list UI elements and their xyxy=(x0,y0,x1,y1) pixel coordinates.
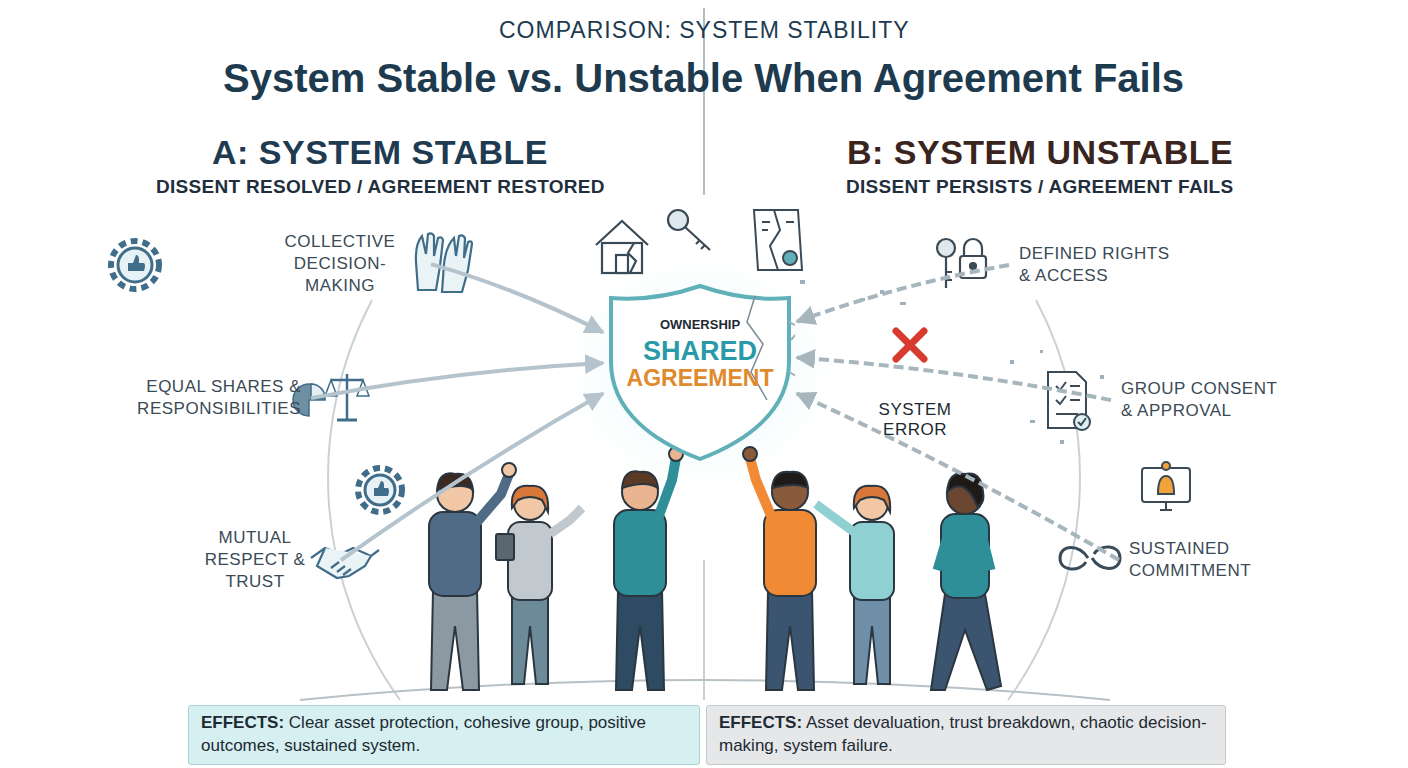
connector-arrow xyxy=(797,265,1009,322)
panel-heading: DISSENT PERSISTS / AGREEMENT FAILS xyxy=(846,176,1233,198)
shield-kicker: OWNERSHIP xyxy=(660,318,740,332)
panel-heading: B: SYSTEM UNSTABLE xyxy=(847,133,1233,172)
person-figure xyxy=(743,447,816,690)
person-figure xyxy=(496,486,582,684)
person-figure xyxy=(429,463,516,690)
shield-glow xyxy=(550,242,850,502)
factor-label: GROUP CONSENT & APPROVAL xyxy=(1117,376,1297,424)
document-icon xyxy=(1048,372,1090,430)
certificate-icon xyxy=(754,210,802,270)
panel-heading: A: SYSTEM STABLE xyxy=(212,133,548,172)
gear-icon xyxy=(358,468,402,512)
key-icon xyxy=(668,210,710,250)
effects-heading: EFFECTS: xyxy=(719,713,802,732)
person-figure xyxy=(816,486,894,684)
alert-monitor-icon xyxy=(1142,462,1190,510)
handshake-icon xyxy=(311,548,379,578)
connector-arrow xyxy=(797,394,1119,560)
factor-label: SUSTAINED COMMITMENT xyxy=(1125,536,1275,584)
broken-infinity-icon xyxy=(1060,547,1120,569)
kicker: COMPARISON: SYSTEM STABILITY xyxy=(499,17,910,44)
factor-label: COLLECTIVE DECISION-MAKING xyxy=(255,229,425,299)
factor-label: DEFINED RIGHTS & ACCESS xyxy=(1015,241,1185,289)
connector-arrow xyxy=(341,394,603,561)
house-icon xyxy=(596,221,648,273)
person-figure xyxy=(931,473,1001,690)
balance-icon xyxy=(293,374,369,420)
gear-icon xyxy=(111,241,159,289)
shield-text: AGREEMENT xyxy=(627,366,774,391)
effects-heading: EFFECTS: xyxy=(201,713,284,732)
diagram-title: System Stable vs. Unstable When Agreemen… xyxy=(223,56,1184,101)
cycle-arc xyxy=(1008,300,1080,700)
factor-text: SUSTAINED COMMITMENT xyxy=(1129,538,1271,582)
error-cross xyxy=(896,331,924,359)
effects-box: EFFECTS: Clear asset protection, cohesiv… xyxy=(188,705,700,765)
factor-text: EQUAL SHARES & RESPONSIBILITIES xyxy=(99,376,301,420)
key-lock-icon xyxy=(937,239,986,288)
connector-arrow xyxy=(797,358,1111,400)
divider xyxy=(703,560,705,700)
connector-arrow xyxy=(311,363,603,398)
hands-icon xyxy=(416,233,472,292)
panel-heading: DISSENT RESOLVED / AGREEMENT RESTORED xyxy=(156,176,605,198)
error-label: SYSTEM ERROR xyxy=(875,400,955,441)
shield-text: SHARED xyxy=(643,337,757,367)
effects-box: EFFECTS: Asset devaluation, trust breakd… xyxy=(706,705,1226,765)
factor-text: DEFINED RIGHTS & ACCESS xyxy=(1019,243,1181,287)
connector-arrow xyxy=(431,264,603,332)
factor-label: EQUAL SHARES & RESPONSIBILITIES xyxy=(95,374,305,422)
person-figure xyxy=(614,447,683,690)
factor-label: MUTUAL RESPECT & TRUST xyxy=(175,525,335,595)
shield-node: OWNERSHIP SHAREDAGREEMENT xyxy=(605,282,795,462)
factor-text: COLLECTIVE DECISION-MAKING xyxy=(259,231,421,297)
factor-text: GROUP CONSENT & APPROVAL xyxy=(1121,378,1293,422)
factor-text: MUTUAL RESPECT & TRUST xyxy=(179,527,331,593)
